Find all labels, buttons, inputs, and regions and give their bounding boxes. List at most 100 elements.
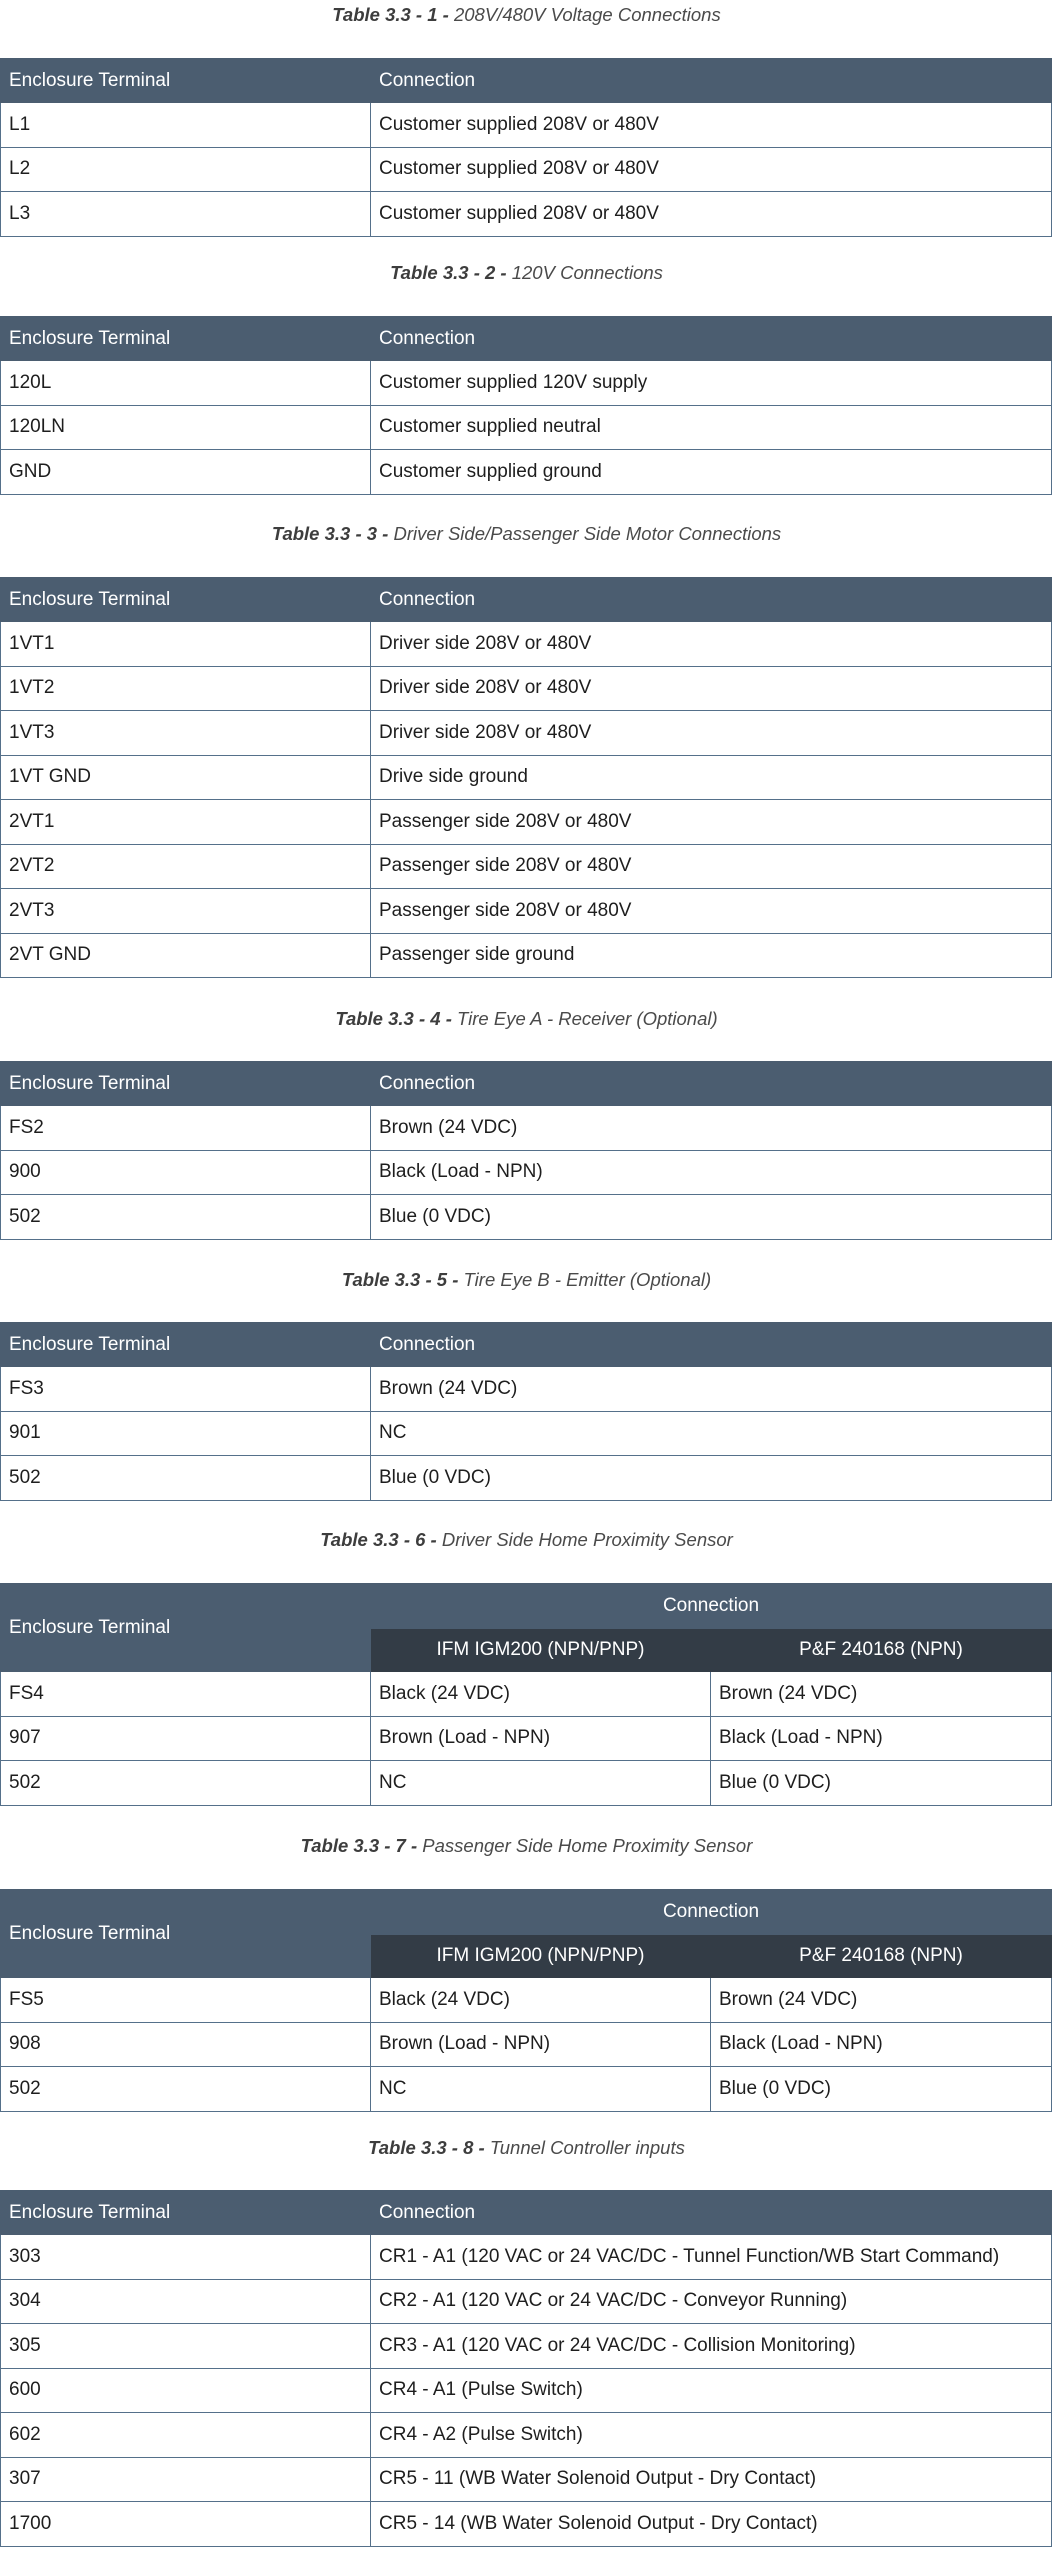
table-number: Table 3.3 - 8 - <box>368 2137 485 2158</box>
ifm-cell: NC <box>370 1760 711 1806</box>
terminal-cell: FS3 <box>0 1366 371 1412</box>
column-group-header: Connection <box>370 1583 1052 1629</box>
table-header-row: Enclosure Terminal Connection <box>0 58 1052 103</box>
terminal-cell: 602 <box>0 2412 371 2458</box>
connection-cell: Driver side 208V or 480V <box>370 621 1052 667</box>
pf-cell: Brown (24 VDC) <box>710 1977 1052 2023</box>
column-header: Enclosure Terminal <box>0 58 371 103</box>
table-caption: Table 3.3 - 2 - 120V Connections <box>0 262 1053 284</box>
table-title: Passenger Side Home Proximity Sensor <box>422 1835 753 1856</box>
table-title: Driver Side/Passenger Side Motor Connect… <box>393 523 782 544</box>
ifm-cell: NC <box>370 2066 711 2112</box>
connection-cell: CR4 - A2 (Pulse Switch) <box>370 2412 1052 2458</box>
table-caption: Table 3.3 - 1 - 208V/480V Voltage Connec… <box>0 4 1053 26</box>
connection-cell: Driver side 208V or 480V <box>370 710 1052 756</box>
terminal-cell: 502 <box>0 1455 371 1501</box>
terminal-cell: 1700 <box>0 2501 371 2547</box>
connection-cell: Black (Load - NPN) <box>370 1149 1052 1195</box>
ifm-cell: Black (24 VDC) <box>370 1671 711 1717</box>
table-caption: Table 3.3 - 5 - Tire Eye B - Emitter (Op… <box>0 1269 1053 1291</box>
table-header-row: Enclosure Terminal Connection <box>0 577 1052 622</box>
table-header-row: Enclosure Terminal Connection <box>0 1322 1052 1367</box>
column-subheader: P&F 240168 (NPN) <box>710 1628 1052 1672</box>
table-caption: Table 3.3 - 3 - Driver Side/Passenger Si… <box>0 523 1053 545</box>
column-header: Connection <box>370 2190 1052 2235</box>
connection-cell: Blue (0 VDC) <box>370 1455 1052 1501</box>
connection-cell: Customer supplied ground <box>370 449 1052 495</box>
table-title: Tunnel Controller inputs <box>489 2137 685 2158</box>
connection-cell: Passenger side 208V or 480V <box>370 843 1052 889</box>
connection-cell: NC <box>370 1410 1052 1456</box>
pf-cell: Blue (0 VDC) <box>710 1760 1052 1806</box>
table-number: Table 3.3 - 5 - <box>341 1269 459 1290</box>
table-title: 120V Connections <box>511 262 663 283</box>
table-title: Tire Eye B - Emitter (Optional) <box>463 1269 712 1290</box>
table-subheader-row: IFM IGM200 (NPN/PNP) P&F 240168 (NPN) <box>1 1934 1052 1978</box>
connection-cell: CR1 - A1 (120 VAC or 24 VAC/DC - Tunnel … <box>370 2234 1052 2280</box>
connection-cell: Passenger side 208V or 480V <box>370 888 1052 934</box>
connection-cell: Customer supplied 120V supply <box>370 360 1052 406</box>
table-header-row: Enclosure Terminal Connection <box>0 1889 1052 1978</box>
table-caption: Table 3.3 - 8 - Tunnel Controller inputs <box>0 2137 1053 2159</box>
connection-cell: CR4 - A1 (Pulse Switch) <box>370 2367 1052 2413</box>
terminal-cell: L1 <box>0 102 371 148</box>
column-header: Enclosure Terminal <box>0 2190 371 2235</box>
table-header-row: Enclosure Terminal Connection <box>0 1061 1052 1106</box>
terminal-cell: FS2 <box>0 1105 371 1151</box>
column-header: Enclosure Terminal <box>0 1322 371 1367</box>
table-number: Table 3.3 - 3 - <box>271 523 389 544</box>
pf-cell: Black (Load - NPN) <box>710 1715 1052 1761</box>
connection-cell: Customer supplied 208V or 480V <box>370 102 1052 148</box>
ifm-cell: Black (24 VDC) <box>370 1977 711 2023</box>
connection-cell: CR3 - A1 (120 VAC or 24 VAC/DC - Collisi… <box>370 2323 1052 2369</box>
ifm-cell: Brown (Load - NPN) <box>370 2021 711 2067</box>
table-number: Table 3.3 - 7 - <box>300 1835 418 1856</box>
connection-cell: Passenger side ground <box>370 932 1052 978</box>
column-header: Enclosure Terminal <box>0 316 371 361</box>
column-group-header: Connection <box>370 1889 1052 1935</box>
connection-cell: Driver side 208V or 480V <box>370 665 1052 711</box>
table-header-row: Enclosure Terminal Connection <box>0 316 1052 361</box>
table-header-row: Enclosure Terminal Connection <box>0 2190 1052 2235</box>
terminal-cell: GND <box>0 449 371 495</box>
table-caption: Table 3.3 - 4 - Tire Eye A - Receiver (O… <box>0 1008 1053 1030</box>
connection-cell: Drive side ground <box>370 754 1052 800</box>
connection-cell: Blue (0 VDC) <box>370 1194 1052 1240</box>
terminal-cell: 2VT3 <box>0 888 371 934</box>
connection-cell: Passenger side 208V or 480V <box>370 799 1052 845</box>
terminal-cell: 2VT GND <box>0 932 371 978</box>
terminal-cell: 120L <box>0 360 371 406</box>
terminal-cell: 303 <box>0 2234 371 2280</box>
column-header: Enclosure Terminal <box>0 1583 371 1672</box>
pf-cell: Brown (24 VDC) <box>710 1671 1052 1717</box>
connection-cell: Brown (24 VDC) <box>370 1366 1052 1412</box>
driver-proximity-sensor-table: Enclosure Terminal Connection IFM IGM200… <box>0 1583 1052 1806</box>
connection-cell: CR5 - 14 (WB Water Solenoid Output - Dry… <box>370 2501 1052 2547</box>
table-caption: Table 3.3 - 6 - Driver Side Home Proximi… <box>0 1529 1053 1551</box>
terminal-cell: 1VT GND <box>0 754 371 800</box>
